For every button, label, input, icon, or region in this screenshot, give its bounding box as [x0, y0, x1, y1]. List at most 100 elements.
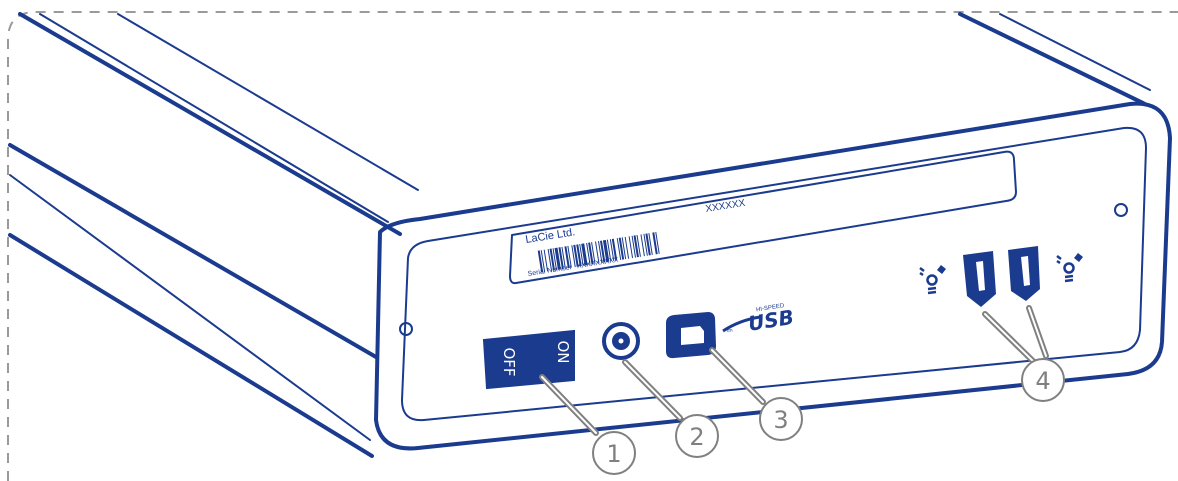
callout-1-circle	[592, 431, 636, 475]
barcode-bar	[645, 233, 651, 256]
barcode-bar	[602, 239, 610, 263]
switch-on-label: ON	[554, 340, 572, 363]
usb-logo: USB HI-SPEED tm	[722, 303, 795, 336]
front-bezel-outer	[374, 101, 1172, 451]
barcode-bar	[621, 237, 627, 260]
barcode-bar	[648, 233, 653, 255]
callout-2-number: 2	[689, 423, 704, 451]
barcode-bar	[554, 247, 561, 270]
side-edge-top	[8, 143, 378, 359]
barcode-bar	[597, 241, 603, 263]
barcode-bar	[576, 244, 582, 267]
power-jack	[602, 322, 640, 360]
barcode-bar	[567, 245, 572, 268]
barcode-bar	[616, 238, 622, 260]
callout-1-number: 1	[606, 440, 621, 468]
top-back-edge-c	[999, 13, 1151, 91]
front-panel-inner	[401, 126, 1147, 422]
top-back-edge-b	[958, 12, 1147, 106]
leader-4a	[982, 311, 1039, 367]
barcode-bar	[547, 249, 553, 271]
barcode-bar	[552, 248, 557, 271]
screw-right	[1114, 203, 1128, 217]
barcode-bar	[618, 237, 625, 260]
callout-1: 1	[592, 431, 636, 475]
barcode-bar	[624, 236, 630, 259]
side-edge-bottom	[9, 174, 371, 441]
barcode-bar	[628, 236, 634, 259]
top-back-edge-a	[117, 13, 419, 191]
side-edge-base	[8, 233, 374, 458]
barcode-bar	[652, 232, 658, 255]
barcode-bar	[643, 233, 648, 256]
barcode-bar	[537, 250, 544, 273]
firewire-icon-right-ticks	[1056, 255, 1074, 283]
dashed-frame	[7, 11, 1178, 481]
barcode-bar	[606, 239, 612, 262]
barcode-bar	[633, 235, 639, 258]
callout-3-circle	[759, 397, 803, 441]
top-edge-outer	[18, 12, 402, 236]
screw-left	[399, 322, 413, 336]
callout-4-circle	[1021, 358, 1065, 402]
label-code: XXXXXX	[705, 198, 747, 215]
barcode-bar	[573, 244, 579, 267]
firewire-icon-right-diamond	[1074, 253, 1083, 262]
barcode-bar	[631, 235, 637, 258]
callout-leaders	[539, 305, 1049, 436]
barcode-bar	[636, 234, 641, 257]
barcode-bar	[655, 231, 660, 254]
usb-port-socket	[681, 326, 704, 345]
usb-logo-tag: tm	[727, 327, 733, 334]
callout-2-circle	[675, 414, 719, 458]
switch-off-label: OFF	[500, 347, 518, 376]
callout-3-number: 3	[773, 406, 788, 434]
usb-logo-small: HI-SPEED	[756, 303, 786, 313]
leader-3	[709, 347, 766, 405]
firewire-icon-left	[919, 265, 946, 295]
top-edge-inner	[39, 13, 389, 223]
barcode-bar	[609, 239, 615, 262]
barcode-bars	[537, 231, 660, 273]
callout-3: 3	[759, 397, 803, 441]
callout-2: 2	[675, 414, 719, 458]
barcode-bar	[549, 248, 556, 271]
usb-port	[666, 312, 716, 359]
label-company: LaCie Ltd.	[525, 226, 576, 246]
firewire-port-left-slot	[976, 261, 985, 291]
leader-2	[622, 359, 683, 421]
label-serial-prefix: Serial Number	[527, 264, 573, 278]
barcode-bar	[595, 241, 600, 264]
firewire-icon-left-diamond	[937, 265, 946, 274]
firewire-ports	[963, 246, 1040, 307]
barcode-bar	[561, 246, 566, 269]
firewire-port-right-slot	[1021, 256, 1030, 286]
barcode-label: LaCie Ltd. XXXXXX Serial Number XXXXXXXX…	[525, 198, 747, 278]
barcode-bar	[588, 242, 594, 265]
power-switch-body	[482, 329, 575, 390]
device-body	[8, 12, 1172, 458]
leader-1	[539, 374, 599, 436]
barcode-bar	[581, 243, 588, 266]
barcode-bar	[579, 244, 584, 266]
firewire-icon-right-ring	[1063, 262, 1075, 274]
firewire-icon-right	[1056, 253, 1083, 283]
power-jack-pin	[618, 338, 624, 344]
barcode-bar	[640, 234, 645, 257]
barcode-bar	[564, 246, 570, 269]
callout-4: 4	[1021, 358, 1065, 402]
barcode-bar	[591, 242, 596, 265]
usb-logo-swoosh	[722, 315, 760, 333]
leader-4b	[1026, 305, 1049, 359]
barcode-bar	[558, 247, 564, 270]
barcode-bar	[543, 249, 549, 272]
power-switch: OFF ON	[482, 329, 575, 390]
barcode-bar	[599, 240, 606, 263]
panel-slot	[509, 150, 1017, 285]
callout-4-number: 4	[1035, 367, 1050, 395]
firewire-icon-left-ticks	[919, 267, 937, 295]
barcode-bar	[571, 245, 576, 268]
barcode-bar	[611, 238, 618, 261]
